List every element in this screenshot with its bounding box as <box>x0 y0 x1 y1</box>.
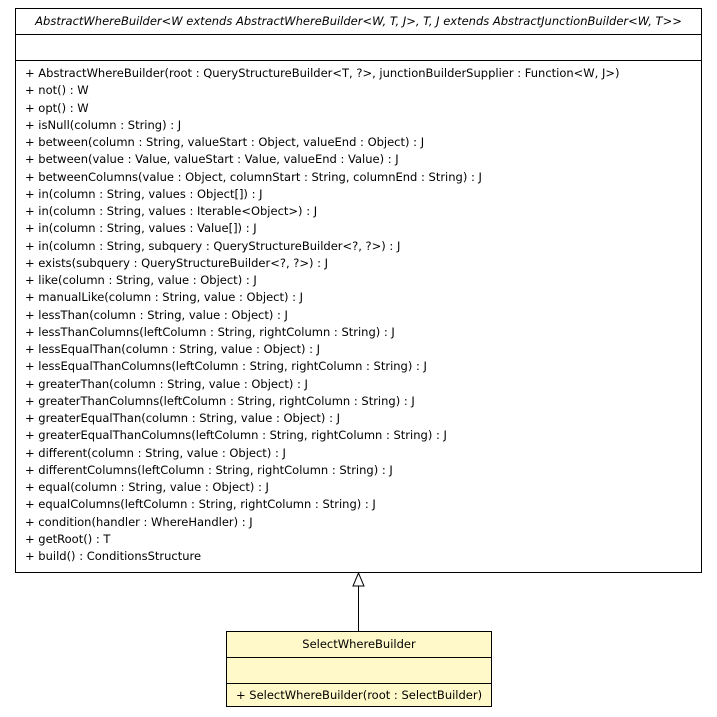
class-name: AbstractWhereBuilder<W extends AbstractW… <box>16 9 701 35</box>
operation: + greaterEqualThan(column : String, valu… <box>25 411 340 425</box>
operation: + equal(column : String, value : Object)… <box>25 480 269 494</box>
operation: + not() : W <box>25 83 89 98</box>
operation: + build() : ConditionsStructure <box>25 549 202 563</box>
operation: + condition(handler : WhereHandler) : J <box>25 514 253 529</box>
operation: + lessEqualThan(column : String, value :… <box>25 342 321 356</box>
operation: + equalColumns(leftColumn : String, righ… <box>25 497 376 512</box>
attributes-compartment <box>16 35 701 61</box>
operation: + SelectWhereBuilder(root : SelectBuilde… <box>236 688 483 702</box>
operation: + differentColumns(leftColumn : String, … <box>25 462 393 477</box>
operation: + like(column : String, value : Object) … <box>25 273 257 287</box>
operation: + greaterThanColumns(leftColumn : String… <box>25 393 415 408</box>
operations-compartment: + SelectWhereBuilder(root : SelectBuilde… <box>227 684 491 704</box>
operation: + lessEqualThanColumns(leftColumn : Stri… <box>25 359 427 374</box>
operation: + manualLike(column : String, value : Ob… <box>25 290 304 305</box>
inheritance-arrowhead <box>352 571 365 587</box>
operation: + between(value : Value, valueStart : Va… <box>25 152 399 167</box>
operation: + in(column : String, values : Object[])… <box>25 186 263 201</box>
operation: + lessThanColumns(leftColumn : String, r… <box>25 324 395 339</box>
operation: + opt() : W <box>25 100 89 115</box>
operation: + in(column : String, subquery : QuerySt… <box>25 238 401 253</box>
select-where-builder-class: SelectWhereBuilder + SelectWhereBuilder(… <box>226 631 492 707</box>
operation: + isNull(column : String) : J <box>25 117 182 132</box>
operation: + different(column : String, value : Obj… <box>25 445 286 460</box>
operation: + exists(subquery : QueryStructureBuilde… <box>25 255 329 270</box>
operation: + in(column : String, values : Value[]) … <box>25 221 257 236</box>
operation: + betweenColumns(value : Object, columnS… <box>25 169 482 184</box>
class-name: SelectWhereBuilder <box>227 632 491 658</box>
operations-compartment: + AbstractWhereBuilder(root : QueryStruc… <box>16 61 701 565</box>
operation: + greaterEqualThanColumns(leftColumn : S… <box>25 428 447 443</box>
operation: + between(column : String, valueStart : … <box>25 135 425 149</box>
abstract-where-builder-class: AbstractWhereBuilder<W extends AbstractW… <box>15 8 702 573</box>
operation: + getRoot() : T <box>25 531 111 546</box>
operation: + lessThan(column : String, value : Obje… <box>25 307 288 322</box>
operation: + in(column : String, values : Iterable<… <box>25 204 318 218</box>
attributes-compartment <box>227 658 491 684</box>
operation: + greaterThan(column : String, value : O… <box>25 376 308 391</box>
operation: + AbstractWhereBuilder(root : QueryStruc… <box>25 66 620 80</box>
